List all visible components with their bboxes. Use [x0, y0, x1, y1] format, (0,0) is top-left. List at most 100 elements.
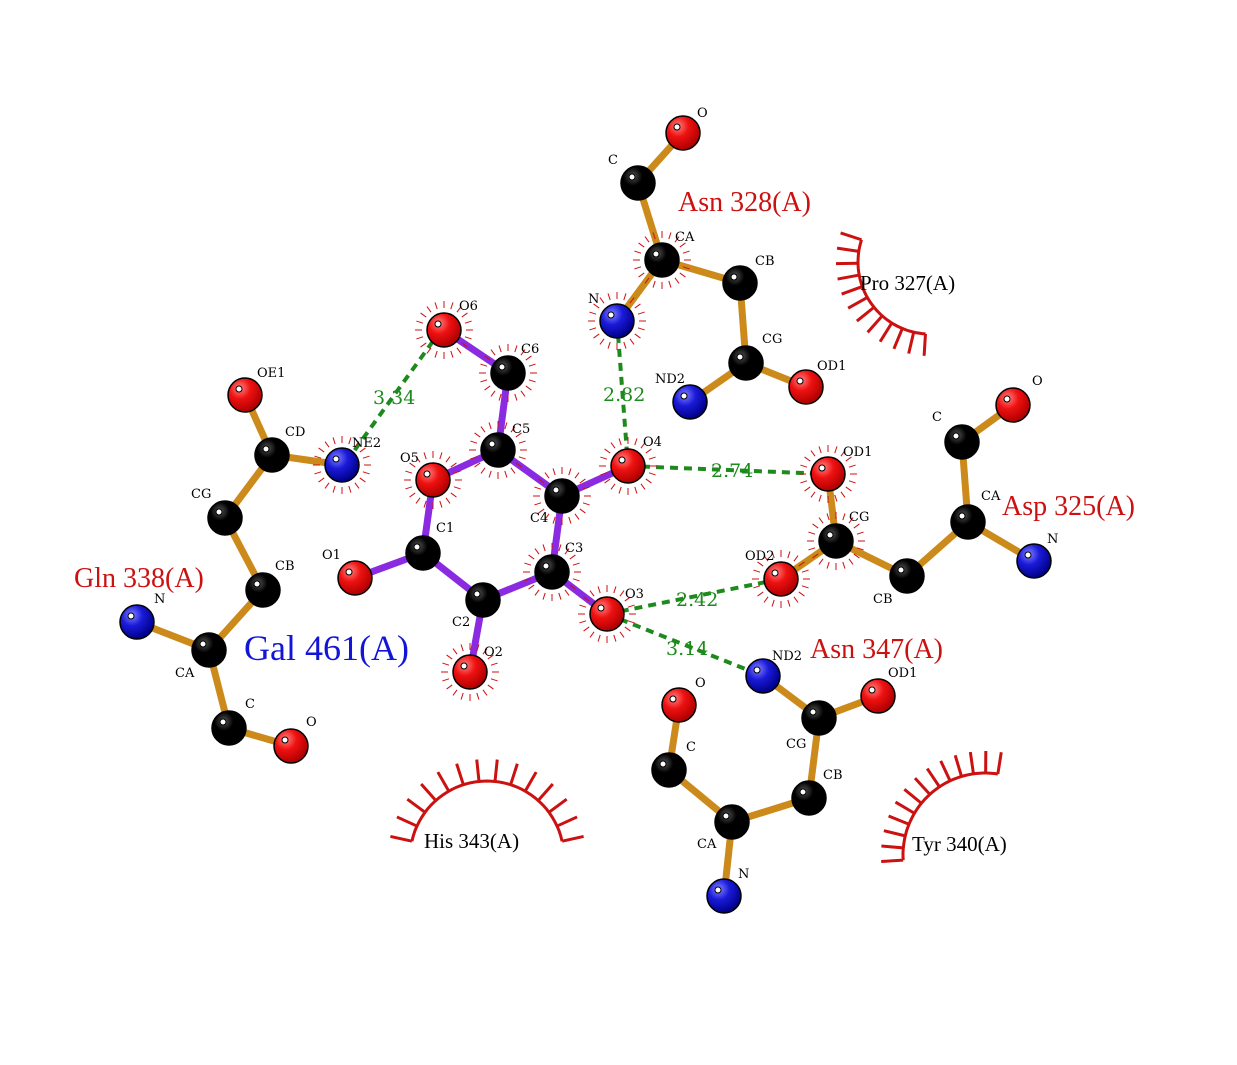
hydrophobic-arc: [856, 239, 926, 336]
residue-label-asn347: Asn 347(A): [810, 634, 943, 665]
hydrophobic-spoke: [836, 246, 860, 253]
contact-tick: [504, 470, 508, 478]
atom-a328_n: [588, 292, 646, 350]
atom-highlight: [199, 640, 207, 648]
atom-label-gln338-cb: CB: [275, 559, 295, 574]
contact-tick: [771, 599, 775, 607]
contact-tick: [842, 513, 846, 521]
atom-g_c5: [469, 421, 527, 479]
atom-highlight: [771, 569, 779, 577]
atom-highlight: [473, 590, 481, 598]
hydrophobic-spoke: [953, 754, 963, 777]
atom-label-gal-c1: C1: [436, 521, 454, 536]
contact-tick: [409, 492, 416, 498]
atom-highlight: [618, 456, 626, 464]
atom-n_n: [706, 878, 742, 914]
contact-tick: [848, 558, 854, 565]
contact-tick: [445, 497, 451, 504]
atom-highlight: [659, 760, 667, 768]
atom-g_o3: [578, 585, 636, 643]
oxygen-atom: [810, 456, 846, 492]
carbon-atom: [620, 165, 656, 201]
contact-tick: [538, 478, 545, 484]
contact-tick: [810, 450, 816, 457]
contact-tick: [801, 569, 809, 573]
contact-tick: [640, 442, 646, 449]
contact-tick: [808, 531, 816, 535]
contact-tick: [520, 390, 526, 397]
nitrogen-atom: [324, 447, 360, 483]
contact-tick: [415, 456, 421, 463]
hbond-distance-o3-nd2: 3.14: [666, 638, 708, 660]
contact-tick: [634, 266, 642, 270]
contact-tick: [629, 297, 635, 304]
contact-tick: [568, 516, 572, 524]
oxygen-atom: [665, 115, 701, 151]
atom-highlight: [498, 363, 506, 371]
contact-tick: [534, 589, 540, 596]
contact-tick: [579, 478, 586, 484]
contact-tick: [510, 467, 516, 474]
contact-tick: [474, 432, 481, 438]
contact-tick: [818, 517, 824, 524]
atom-g_c4: [533, 467, 591, 525]
contact-tick: [520, 349, 526, 356]
contact-tick: [524, 578, 532, 582]
contact-tick: [600, 472, 608, 476]
contact-tick: [453, 486, 461, 490]
contact-tick: [487, 654, 494, 660]
hydrophobic-tyr340: [881, 750, 1003, 864]
hydrophobic-spoke: [866, 314, 884, 334]
contact-tick: [362, 471, 370, 475]
hydrophobic-spoke: [855, 306, 875, 323]
hbond-o4-od1: [627, 464, 829, 476]
contact-tick: [528, 554, 535, 560]
contact-tick: [464, 336, 472, 340]
atom-highlight: [673, 123, 681, 131]
atom-labels: O C CA CB N CG ND2 OD1 O6 C6 C5 O5 C4 O4…: [154, 106, 1058, 882]
residue-label-gln338: Gln 338(A): [74, 563, 204, 594]
contact-tick: [652, 232, 656, 240]
hydrophobic-spoke: [883, 829, 906, 838]
hydrophobic-spoke: [509, 763, 519, 786]
contact-tick: [579, 604, 587, 608]
atom-g_c3: [523, 543, 581, 601]
residue-label-asp325: Asp 325(A): [1002, 491, 1135, 522]
contact-tick: [482, 689, 488, 696]
hydrophobic-label-tyr340: Tyr 340(A): [912, 832, 1007, 856]
contact-tick: [583, 596, 590, 602]
contact-tick: [332, 485, 336, 493]
contact-tick: [510, 426, 516, 433]
contact-tick: [490, 678, 498, 682]
contact-tick: [420, 342, 427, 348]
contact-tick: [634, 303, 641, 309]
contact-tick: [574, 472, 580, 479]
hydrophobic-spoke: [939, 760, 952, 782]
atom-highlight: [952, 432, 960, 440]
nitrogen-atom: [1016, 543, 1052, 579]
contact-tick: [348, 437, 352, 445]
atom-highlight: [281, 736, 289, 744]
contact-tick: [318, 447, 325, 453]
contact-tick: [589, 327, 597, 331]
hbond-distance-o6-ne2: 3.34: [373, 387, 415, 409]
contact-tick: [682, 266, 690, 270]
contact-tick: [637, 327, 645, 331]
carbon-atom: [889, 558, 925, 594]
hydrophobic-spoke: [913, 777, 931, 796]
contact-tick: [834, 446, 838, 454]
contact-tick: [544, 472, 550, 479]
contact-tick: [552, 468, 556, 476]
contact-tick: [474, 462, 481, 468]
atom-d_cb: [889, 558, 925, 594]
contact-tick: [757, 561, 764, 567]
contact-tick: [812, 523, 819, 529]
atom-q_ca: [191, 632, 227, 668]
hydrophobic-spoke: [523, 771, 538, 792]
atom-label-asn328-ca: CA: [675, 230, 695, 245]
contact-tick: [634, 486, 638, 494]
atom-highlight: [628, 173, 636, 181]
hydrophobic-spoke: [493, 759, 499, 782]
contact-tick: [763, 555, 769, 562]
hydrophobic-spoke: [840, 231, 862, 242]
